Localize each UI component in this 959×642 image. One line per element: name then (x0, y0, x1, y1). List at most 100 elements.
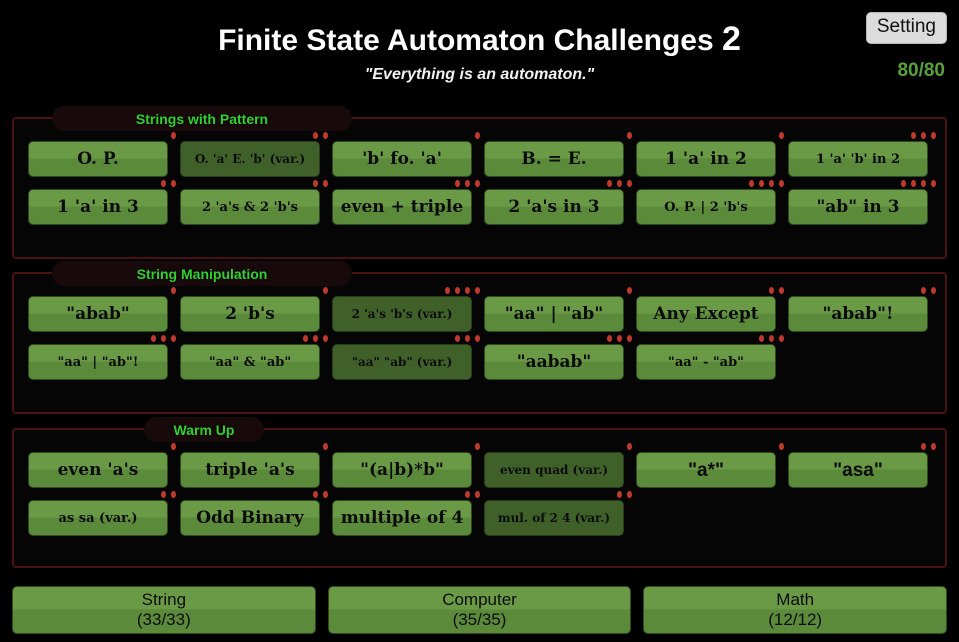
challenge-row: "abab" 2 'b's 2 'a's 'b's (var.) "aa" | "ab… (28, 287, 936, 332)
challenge-button[interactable]: B. = E. (484, 141, 624, 177)
difficulty-dots (455, 335, 480, 342)
page-header: Finite State Automaton Challenges 2 "Eve… (0, 0, 959, 110)
challenge-button[interactable]: even quad (var.) (484, 452, 624, 488)
difficulty-dot-icon (171, 491, 176, 498)
difficulty-dots (627, 443, 632, 450)
challenge-button[interactable]: "aa" & "ab" (180, 344, 320, 380)
challenge-button[interactable]: triple 'a's (180, 452, 320, 488)
difficulty-dots (445, 287, 480, 294)
category-count: (33/33) (136, 610, 191, 629)
section-title-string-manipulation: String Manipulation (52, 261, 352, 286)
category-name: String (141, 590, 187, 610)
difficulty-dot-icon (465, 287, 470, 294)
challenge-button[interactable]: 2 'a's in 3 (484, 189, 624, 225)
difficulty-dot-icon (627, 335, 632, 342)
difficulty-dots (475, 132, 480, 139)
challenge-button[interactable]: "aa" | "ab"! (28, 344, 168, 380)
category-button-string[interactable]: String(33/33) (12, 586, 316, 634)
section-title-strings-with-pattern: Strings with Pattern (52, 106, 352, 131)
category-name: Math (776, 590, 815, 610)
challenge-button[interactable]: 1 'a' 'b' in 2 (788, 141, 928, 177)
difficulty-dots (465, 491, 480, 498)
challenge-button[interactable]: O. 'a' E. 'b' (var.) (180, 141, 320, 177)
difficulty-dots (323, 443, 328, 450)
challenge-cell: 'b' fo. 'a' (332, 132, 484, 177)
difficulty-dot-icon (161, 180, 166, 187)
challenge-row: 1 'a' in 3 2 'a's & 2 'b's even + triple 2 … (28, 180, 936, 225)
challenge-button[interactable]: 'b' fo. 'a' (332, 141, 472, 177)
challenge-button[interactable]: even + triple (332, 189, 472, 225)
challenge-cell: 2 'b's (180, 287, 332, 332)
section-string-manipulation: String Manipulation "abab" 2 'b's 2 'a's 'b… (12, 261, 947, 414)
challenge-button[interactable]: 1 'a' in 2 (636, 141, 776, 177)
challenge-cell: "aa" - "ab" (636, 335, 788, 380)
setting-button[interactable]: Setting (865, 12, 947, 44)
challenge-button[interactable]: O. P. (28, 141, 168, 177)
difficulty-dot-icon (921, 287, 926, 294)
difficulty-dot-icon (323, 287, 328, 294)
difficulty-dots (921, 443, 936, 450)
difficulty-dot-icon (779, 180, 784, 187)
difficulty-dots (161, 491, 176, 498)
challenge-cell: 2 'a's 'b's (var.) (332, 287, 484, 332)
challenge-button[interactable]: 2 'b's (180, 296, 320, 332)
difficulty-dots (759, 335, 784, 342)
challenge-button[interactable]: "aabab" (484, 344, 624, 380)
challenge-button[interactable]: O. P. | 2 'b's (636, 189, 776, 225)
difficulty-dot-icon (161, 335, 166, 342)
difficulty-dot-icon (171, 443, 176, 450)
challenge-button[interactable]: 1 'a' in 3 (28, 189, 168, 225)
challenge-cell: "aabab" (484, 335, 636, 380)
difficulty-dot-icon (759, 335, 764, 342)
category-count: (12/12) (768, 610, 823, 629)
challenge-button[interactable]: 2 'a's 'b's (var.) (332, 296, 472, 332)
challenge-cell: 2 'a's & 2 'b's (180, 180, 332, 225)
challenge-button[interactable]: "aa" | "ab" (484, 296, 624, 332)
challenge-button[interactable]: "asa" (788, 452, 928, 488)
difficulty-dot-icon (921, 180, 926, 187)
category-button-math[interactable]: Math(12/12) (643, 586, 948, 634)
difficulty-dot-icon (769, 287, 774, 294)
difficulty-dot-icon (475, 443, 480, 450)
difficulty-dot-icon (475, 287, 480, 294)
challenge-button[interactable]: even 'a's (28, 452, 168, 488)
category-button-computer[interactable]: Computer(35/35) (327, 586, 632, 634)
challenge-button[interactable]: "(a|b)*b" (332, 452, 472, 488)
difficulty-dot-icon (171, 287, 176, 294)
difficulty-dot-icon (303, 335, 308, 342)
challenge-button[interactable]: Odd Binary (180, 500, 320, 536)
difficulty-dot-icon (617, 180, 622, 187)
difficulty-dot-icon (931, 287, 936, 294)
difficulty-dot-icon (627, 287, 632, 294)
difficulty-dot-icon (171, 180, 176, 187)
difficulty-dots (921, 287, 936, 294)
challenge-row: "aa" | "ab"! "aa" & "ab" "aa" "ab" (var.) "… (28, 335, 931, 380)
challenge-cell: even 'a's (28, 443, 180, 488)
challenge-button[interactable]: "a*" (636, 452, 776, 488)
difficulty-dot-icon (779, 443, 784, 450)
difficulty-dot-icon (769, 180, 774, 187)
difficulty-dots (313, 180, 328, 187)
challenge-button[interactable]: "abab"! (788, 296, 928, 332)
challenge-button[interactable]: 2 'a's & 2 'b's (180, 189, 320, 225)
challenge-cell: even quad (var.) (484, 443, 636, 488)
challenge-button[interactable]: multiple of 4 (332, 500, 472, 536)
challenge-button[interactable]: "ab" in 3 (788, 189, 928, 225)
challenge-button[interactable]: "abab" (28, 296, 168, 332)
difficulty-dots (161, 180, 176, 187)
challenge-button[interactable]: Any Except (636, 296, 776, 332)
challenge-button[interactable]: mul. of 2 4 (var.) (484, 500, 624, 536)
difficulty-dots (313, 132, 328, 139)
challenge-button[interactable]: as sa (var.) (28, 500, 168, 536)
difficulty-dots (627, 287, 632, 294)
difficulty-dot-icon (617, 491, 622, 498)
difficulty-dot-icon (171, 132, 176, 139)
section-title-warm-up: Warm Up (144, 417, 264, 442)
challenge-cell: "aa" | "ab" (484, 287, 636, 332)
difficulty-dot-icon (749, 180, 754, 187)
challenge-cell: "abab"! (788, 287, 940, 332)
difficulty-dot-icon (323, 132, 328, 139)
challenge-button[interactable]: "aa" - "ab" (636, 344, 776, 380)
challenge-button[interactable]: "aa" "ab" (var.) (332, 344, 472, 380)
